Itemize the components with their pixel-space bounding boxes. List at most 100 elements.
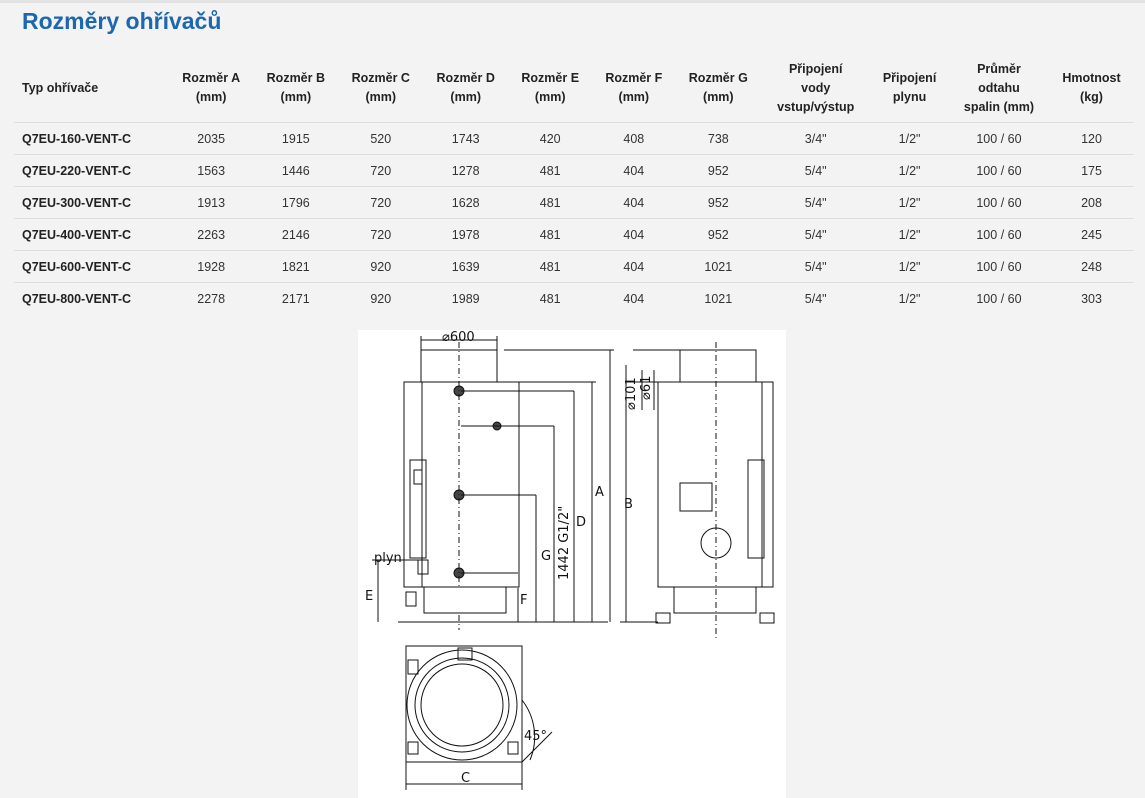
column-header-line: vstup/výstup [777,99,855,114]
label-plyn: plyn [374,551,402,566]
heater-type-cell: Q7EU-160-VENT-C [14,122,169,155]
table-cell: 2171 [253,282,339,314]
label-1442: 1442 G1/2" [557,506,572,580]
table-cell: 100 / 60 [948,282,1049,314]
label-E: E [365,589,373,604]
table-cell: 404 [592,154,676,187]
table-cell: 1/2" [870,122,949,155]
column-header-line: plynu [892,90,927,104]
heater-type-cell: Q7EU-400-VENT-C [14,218,169,251]
table-cell: 1278 [423,154,509,187]
table-cell: 1021 [675,250,762,283]
column-header-1: Rozměr A(mm) [169,54,253,123]
table-cell: 100 / 60 [948,186,1049,219]
table-cell: 248 [1048,250,1134,283]
table-cell: 952 [675,186,762,219]
table-cell: 100 / 60 [948,122,1049,155]
table-cell: 1/2" [870,186,949,219]
table-cell: 1/2" [870,154,949,187]
table-cell: 720 [338,218,424,251]
column-header-line: Rozměr D [436,71,495,85]
table-cell: 1821 [253,250,339,283]
column-header-line: (mm) [534,90,566,104]
column-header-3: Rozměr C(mm) [338,54,423,123]
label-diameter-61: ⌀61 [639,376,654,400]
table-cell: 2263 [169,218,254,251]
table-cell: 5/4" [761,282,871,314]
label-diameter-600: ⌀600 [442,330,475,345]
front-view-body [403,381,520,588]
table-cell: 5/4" [761,154,871,187]
table-cell: 175 [1048,154,1134,187]
table-cell: 5/4" [761,218,871,251]
column-header-line: (mm) [365,90,397,104]
column-header-line: Rozměr B [266,71,325,85]
table-cell: 1/2" [870,282,949,314]
label-F: F [520,593,527,608]
table-cell: 2035 [169,122,254,155]
column-header-line: (kg) [1080,90,1103,104]
heater-type-cell: Q7EU-220-VENT-C [14,154,169,187]
column-header-line: (mm) [618,90,650,104]
column-header-0: Typ ohřívače [14,54,169,123]
side-view-flue-top [679,349,757,383]
table-cell: 520 [338,122,424,155]
table-cell: 404 [592,218,676,251]
table-cell: 303 [1048,282,1134,314]
column-header-line: spalin (mm) [963,99,1035,114]
column-header-line: Rozměr F [605,71,663,85]
table-cell: 952 [675,218,762,251]
table-cell: 1639 [423,250,509,283]
column-header-line: (mm) [280,90,312,104]
column-header-7: Rozměr G(mm) [675,54,761,123]
column-header-4: Rozměr D(mm) [423,54,508,123]
table-cell: 720 [338,186,424,219]
column-header-5: Rozměr E(mm) [508,54,592,123]
table-cell: 720 [338,154,424,187]
table-cell: 1563 [169,154,254,187]
table-cell: 408 [592,122,676,155]
column-header-line: Typ ohřívače [22,80,99,95]
table-cell: 1743 [423,122,509,155]
table-cell: 1928 [169,250,254,283]
column-header-6: Rozměr F (mm) [592,54,675,123]
heater-type-cell: Q7EU-300-VENT-C [14,186,169,219]
heater-technical-drawing: ⌀600 A B D G F E plyn 1442 G1/2" ⌀101 ⌀6… [358,330,786,798]
column-header-line: Připojení [788,61,843,76]
label-diameter-101: ⌀101 [624,377,639,410]
table-cell: 1796 [253,186,339,219]
label-C: C [461,771,470,786]
table-cell: 1628 [423,186,509,219]
table-cell: 3/4" [761,122,871,155]
table-cell: 920 [338,282,424,314]
table-cell: 1/2" [870,250,949,283]
table-cell: 1978 [423,218,509,251]
column-header-9: Připojení plynu [870,54,949,123]
page-title: Rozměry ohřívačů [22,8,222,34]
table-cell: 100 / 60 [948,218,1049,251]
table-cell: 1913 [169,186,254,219]
table-cell: 100 / 60 [948,250,1049,283]
table-cell: 481 [508,250,593,283]
table-cell: 2278 [169,282,254,314]
table-cell: 5/4" [761,186,871,219]
table-cell: 404 [592,250,676,283]
table-cell: 481 [508,154,593,187]
top-divider [0,0,1145,3]
table-cell: 5/4" [761,250,871,283]
column-header-line: (mm) [195,90,227,104]
table-cell: 208 [1048,186,1134,219]
table-cell: 1446 [253,154,339,187]
label-D: D [576,515,586,530]
column-header-line: Připojení [882,71,937,85]
